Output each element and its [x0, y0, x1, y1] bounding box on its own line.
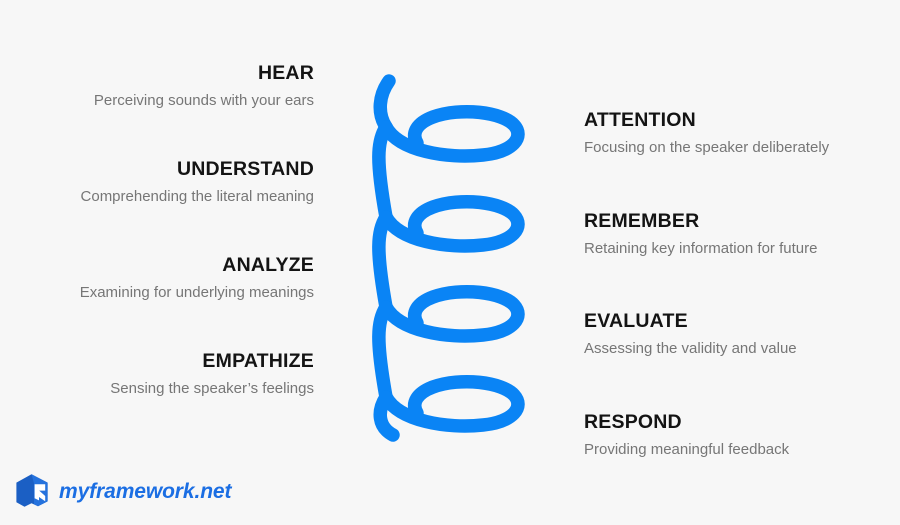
concept-title: RESPOND: [584, 411, 682, 433]
concept-description: Providing meaningful feedback: [584, 441, 790, 458]
brand-wordmark: myframework.net: [59, 480, 232, 503]
cube-logo-icon: [16, 474, 48, 507]
spiral-coil-icon: [372, 74, 525, 442]
concept-block-hear: HEAR Perceiving sounds with your ears: [54, 62, 314, 111]
footer-brand[interactable]: myframework.net: [14, 473, 232, 511]
concept-block-attention: ATTENTION Focusing on the speaker delibe…: [584, 109, 864, 158]
concept-description: Sensing the speaker’s feelings: [110, 380, 314, 397]
concept-description: Retaining key information for future: [584, 240, 818, 257]
concept-block-respond: RESPOND Providing meaningful feedback: [584, 411, 864, 460]
concept-block-analyze: ANALYZE Examining for underlying meaning…: [54, 254, 314, 303]
concept-description: Perceiving sounds with your ears: [93, 92, 314, 109]
concept-title: HEAR: [257, 62, 314, 84]
concept-description: Comprehending the literal meaning: [80, 188, 314, 205]
concept-title: ATTENTION: [584, 109, 696, 131]
concept-title: UNDERSTAND: [176, 158, 314, 180]
concept-block-understand: UNDERSTAND Comprehending the literal mea…: [54, 158, 314, 207]
concept-description: Focusing on the speaker deliberately: [584, 139, 830, 156]
concept-description: Assessing the validity and value: [584, 340, 797, 357]
concept-block-evaluate: EVALUATE Assessing the validity and valu…: [584, 310, 864, 359]
concept-description: Examining for underlying meanings: [79, 284, 314, 301]
concept-title: ANALYZE: [222, 254, 314, 276]
concept-title: EVALUATE: [584, 310, 688, 332]
concept-title: REMEMBER: [584, 210, 700, 232]
concept-title: EMPATHIZE: [202, 350, 314, 372]
concept-block-remember: REMEMBER Retaining key information for f…: [584, 210, 864, 259]
concept-block-empathize: EMPATHIZE Sensing the speaker’s feelings: [54, 350, 314, 399]
